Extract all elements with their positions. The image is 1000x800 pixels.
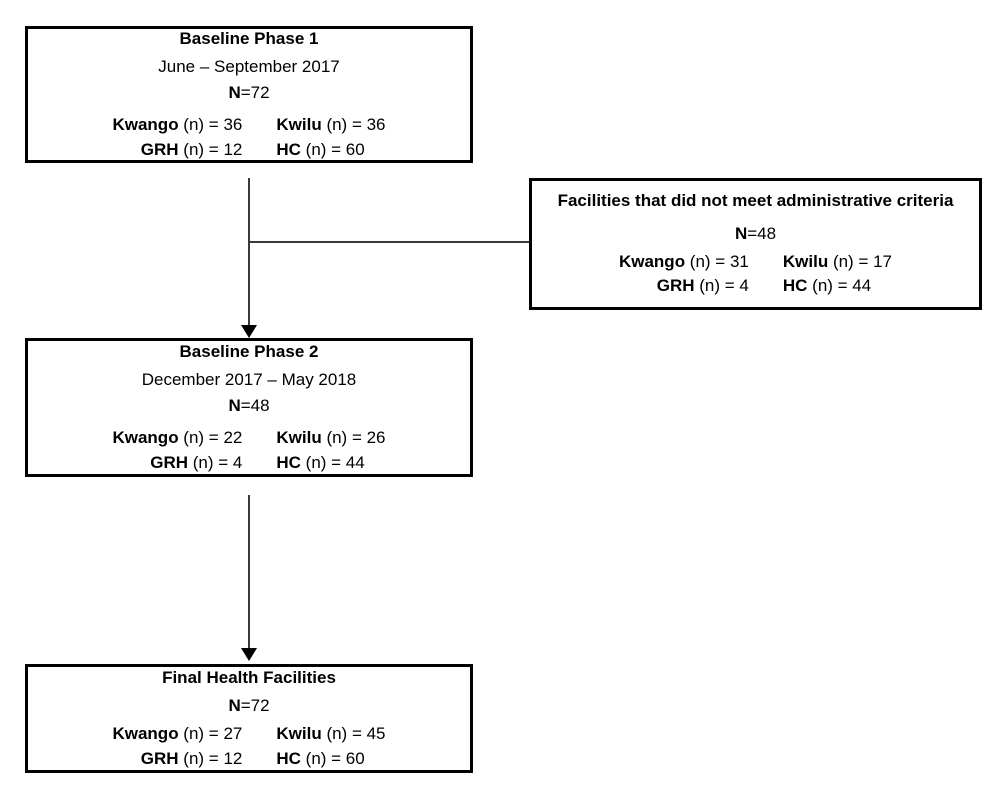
total-label: N xyxy=(228,696,241,716)
stat-label: HC xyxy=(276,139,301,159)
stat-label: Kwango xyxy=(112,115,179,135)
stat-cell: GRH (n) = 4 xyxy=(619,275,749,297)
stat-grid: Kwango (n) = 31 Kwilu (n) = 17 GRH (n) =… xyxy=(619,251,892,298)
stat-value: (n) = 44 xyxy=(300,452,365,472)
stat-value: (n) = 31 xyxy=(685,251,749,271)
stat-label: Kwango xyxy=(112,428,179,448)
stat-label: GRH xyxy=(140,748,179,768)
box-subtitle: June – September 2017 xyxy=(158,57,340,77)
stat-cell: Kwango (n) = 22 xyxy=(112,427,242,449)
stat-label: Kwilu xyxy=(782,251,829,271)
stat-value: (n) = 26 xyxy=(321,428,386,448)
flow-box-baseline-phase-1: Baseline Phase 1 June – September 2017 N… xyxy=(25,26,473,163)
box-title: Facilities that did not meet administrat… xyxy=(557,191,954,211)
connector-horizontal-to-exclusion xyxy=(248,241,531,243)
flow-box-excluded-administrative-criteria: Facilities that did not meet administrat… xyxy=(529,178,982,310)
total-value: =72 xyxy=(240,83,270,103)
box-total: N=72 xyxy=(228,82,269,104)
flow-box-baseline-phase-2: Baseline Phase 2 December 2017 – May 201… xyxy=(25,338,473,477)
stat-label: HC xyxy=(782,276,808,296)
stat-value: (n) = 22 xyxy=(178,428,243,448)
stat-grid: Kwango (n) = 22 Kwilu (n) = 26 GRH (n) =… xyxy=(112,427,385,474)
stat-label: GRH xyxy=(140,139,179,159)
stat-value: (n) = 4 xyxy=(188,452,243,472)
total-value: =48 xyxy=(240,396,270,416)
box-total: N=48 xyxy=(735,223,776,245)
stat-value: (n) = 27 xyxy=(178,724,243,744)
stat-cell: HC (n) = 60 xyxy=(276,139,385,161)
stat-value: (n) = 17 xyxy=(828,251,893,271)
stat-label: Kwilu xyxy=(276,115,322,135)
stat-value: (n) = 45 xyxy=(321,724,386,744)
stat-label: Kwilu xyxy=(276,724,322,744)
stat-label: GRH xyxy=(656,276,695,296)
total-label: N xyxy=(228,83,241,103)
stat-label: Kwango xyxy=(112,724,179,744)
stat-cell: GRH (n) = 12 xyxy=(112,748,243,770)
stat-value: (n) = 36 xyxy=(178,115,243,135)
box-subtitle: December 2017 – May 2018 xyxy=(141,370,357,390)
stat-cell: HC (n) = 44 xyxy=(783,275,892,297)
stat-label: Kwilu xyxy=(276,428,322,448)
stat-cell: HC (n) = 44 xyxy=(276,452,385,474)
stat-cell: Kwilu (n) = 26 xyxy=(276,427,385,449)
stat-value: (n) = 60 xyxy=(300,748,365,768)
stat-cell: Kwilu (n) = 17 xyxy=(783,251,892,273)
stat-value: (n) = 36 xyxy=(321,115,386,135)
stat-value: (n) = 12 xyxy=(178,139,243,159)
stat-cell: Kwango (n) = 36 xyxy=(112,114,242,136)
total-value: =72 xyxy=(240,696,270,716)
arrowhead-into-baseline-phase-2 xyxy=(241,325,257,338)
stat-value: (n) = 44 xyxy=(807,276,872,296)
stat-cell: Kwilu (n) = 36 xyxy=(276,114,385,136)
stat-value: (n) = 4 xyxy=(694,276,749,296)
stat-label: GRH xyxy=(150,452,189,472)
stat-cell: GRH (n) = 4 xyxy=(112,452,242,474)
total-label: N xyxy=(734,223,748,243)
stat-value: (n) = 60 xyxy=(300,139,365,159)
stat-label: HC xyxy=(276,748,301,768)
stat-grid: Kwango (n) = 27 Kwilu (n) = 45 GRH (n) =… xyxy=(112,723,385,770)
stat-cell: Kwilu (n) = 45 xyxy=(276,723,385,745)
stat-label: HC xyxy=(276,452,301,472)
stat-label: Kwango xyxy=(618,251,686,271)
box-title: Baseline Phase 1 xyxy=(179,28,319,48)
total-value: =48 xyxy=(747,223,777,243)
box-title: Baseline Phase 2 xyxy=(179,341,319,361)
flow-box-final-health-facilities: Final Health Facilities N=72 Kwango (n) … xyxy=(25,664,473,773)
box-total: N=48 xyxy=(228,395,269,417)
stat-cell: Kwango (n) = 31 xyxy=(619,251,749,273)
stat-grid: Kwango (n) = 36 Kwilu (n) = 36 GRH (n) =… xyxy=(112,114,385,161)
arrowhead-into-final-health-facilities xyxy=(241,648,257,661)
stat-cell: GRH (n) = 12 xyxy=(112,139,243,161)
connector-vertical-phase1-to-phase2 xyxy=(248,178,250,333)
box-total: N=72 xyxy=(228,695,269,717)
stat-cell: HC (n) = 60 xyxy=(276,748,385,770)
box-title: Final Health Facilities xyxy=(162,667,336,687)
stat-cell: Kwango (n) = 27 xyxy=(112,723,242,745)
stat-value: (n) = 12 xyxy=(178,748,243,768)
connector-vertical-phase2-to-final xyxy=(248,495,250,656)
total-label: N xyxy=(228,396,241,416)
